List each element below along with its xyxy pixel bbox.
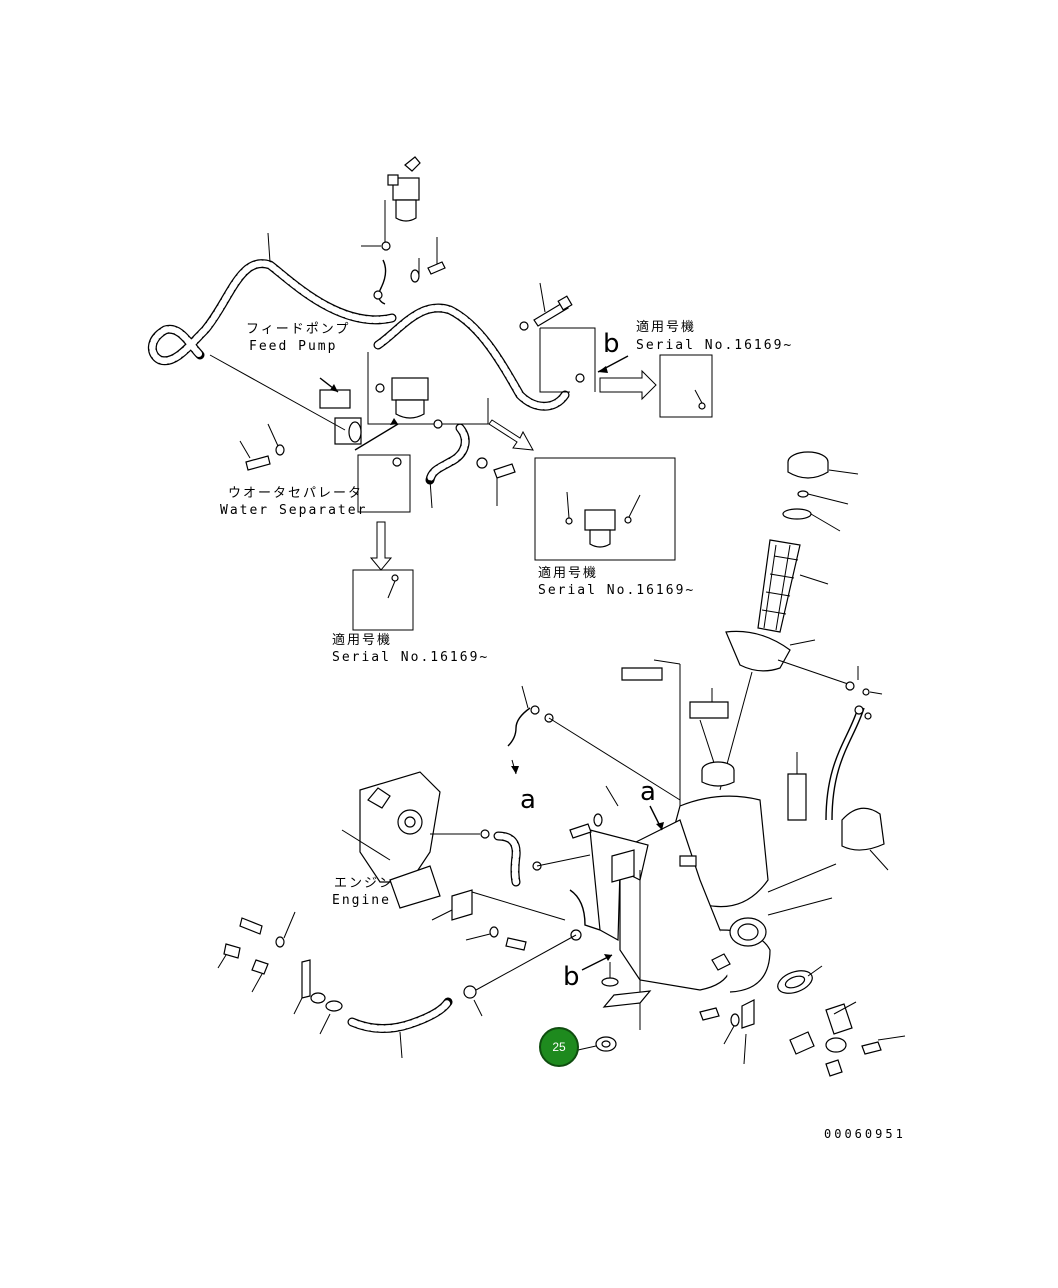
engine-label-en: Engine — [332, 893, 391, 908]
water-separator — [354, 352, 489, 451]
feed-pump — [209, 354, 362, 445]
feed-pump-label-jp: フィードポンプ — [246, 322, 350, 337]
applicable-label-center: 適用号機 — [538, 565, 598, 581]
sender-unit — [789, 1001, 906, 1077]
bracket-lower-right — [699, 999, 755, 1065]
applicable-label-left: 適用号機 — [332, 632, 392, 648]
filler-neck — [719, 630, 883, 791]
filler-cap — [782, 451, 859, 532]
detail-box-right — [539, 327, 713, 418]
hose-a — [507, 685, 681, 801]
detail-box-left — [352, 454, 414, 631]
feed-pump-label-en: Feed Pump — [249, 339, 337, 354]
detail-box-center — [534, 457, 676, 561]
bracket-center-lower — [431, 889, 566, 951]
hose-engine — [430, 829, 591, 887]
gasket — [777, 965, 823, 994]
strainer — [757, 539, 829, 633]
ref-a-hose: a — [520, 785, 536, 815]
ref-b-lower: b — [563, 962, 580, 992]
fuel-filter-top — [384, 156, 421, 243]
serial-label-left: Serial No.16169~ — [332, 650, 489, 665]
ref-b-upper: b — [603, 329, 620, 359]
applicable-label-right: 適用号機 — [636, 319, 696, 335]
engine — [341, 771, 441, 909]
arrow-to-detail-center — [488, 419, 534, 451]
ref-a-bracket: a — [640, 777, 656, 807]
hose-elbows-center — [425, 423, 516, 509]
bolt-left — [239, 423, 285, 471]
water-separator-label-jp: ウオータセパレータ — [228, 486, 363, 501]
drain-plate — [601, 962, 652, 1008]
plates — [621, 659, 807, 840]
arrow-to-detail-right — [599, 369, 657, 401]
serial-label-center: Serial No.16169~ — [538, 583, 695, 598]
callout-number: 25 — [552, 1040, 566, 1054]
bracket-a — [569, 785, 664, 883]
water-separator-label-en: Water Separater — [220, 503, 367, 518]
serial-label-right: Serial No.16169~ — [636, 338, 793, 353]
callout-badge-25[interactable]: 25 — [539, 1027, 579, 1067]
fuel-tank — [619, 761, 837, 993]
fittings-top — [361, 237, 446, 305]
bolts-upper — [519, 295, 573, 331]
breather-pipe — [825, 705, 872, 821]
lower-hose — [347, 934, 577, 1059]
drain-plug — [577, 1036, 617, 1052]
fuel-hose-main — [147, 232, 570, 411]
cover — [841, 807, 889, 871]
clamps-left — [217, 911, 343, 1035]
drawing-number: 00060951 — [824, 1127, 906, 1141]
engine-label-jp: エンジン — [334, 876, 394, 891]
